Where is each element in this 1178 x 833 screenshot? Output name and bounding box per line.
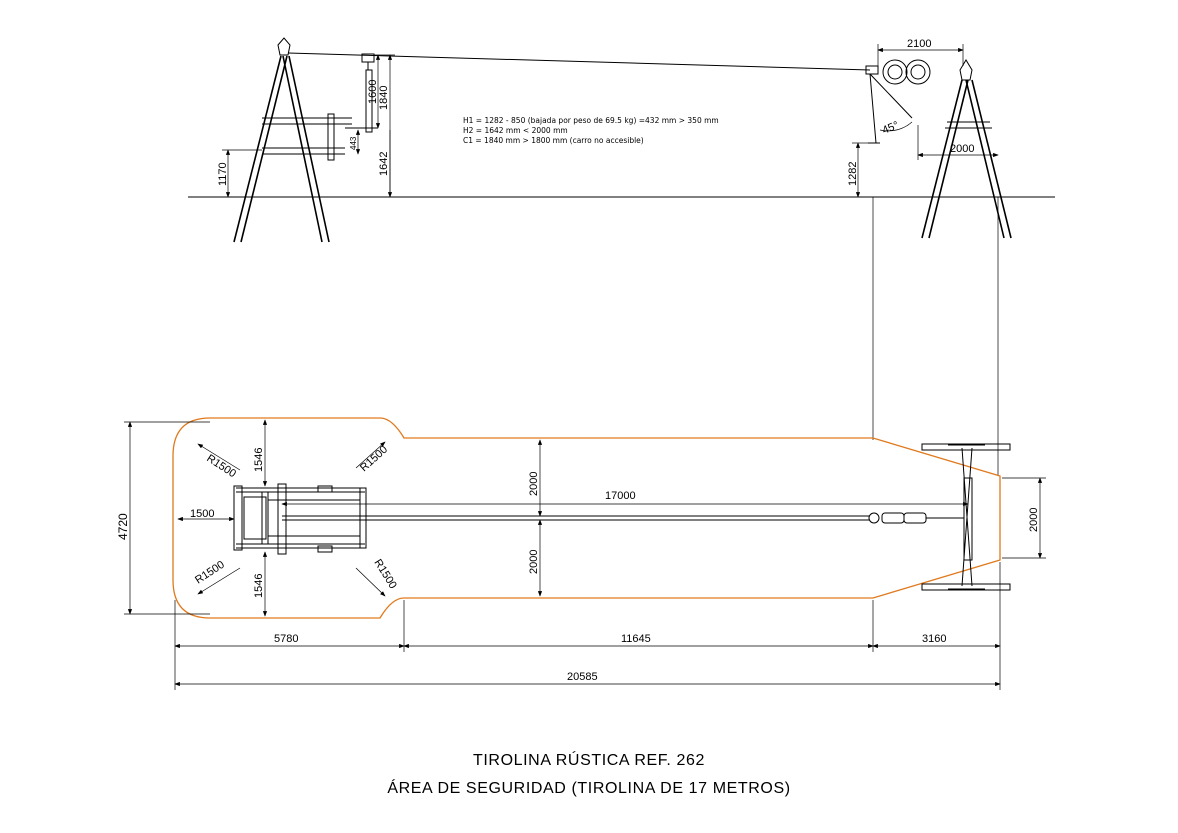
elevation-dimensions: [222, 44, 999, 198]
drawing-subtitle: ÁREA DE SEGURIDAD (TIROLINA DE 17 METROS…: [387, 780, 791, 797]
dim-1840: 1840: [378, 86, 390, 110]
radius-bottom-left: R1500: [193, 559, 227, 587]
elevation-view: 1600 1840 443 1642 1170 2100 2000 1282 4…: [188, 37, 1055, 243]
radius-bottom-right: R1500: [371, 557, 398, 591]
plan-dimensions: [124, 419, 1046, 690]
dim-2000-lower: 2000: [528, 550, 540, 574]
dim-2100: 2100: [907, 38, 931, 50]
radius-top-right: R1500: [358, 444, 390, 475]
dim-angle: 45°: [881, 119, 901, 136]
plan-view: 4720 1546 1546 R1500 R1500 R1500 R1500 1…: [116, 417, 1046, 690]
dim-20585: 20585: [567, 671, 598, 683]
wheel-1: [882, 59, 908, 85]
right-star-cap: [959, 59, 973, 81]
dim-1500: 1500: [190, 508, 214, 520]
zip-cable: [287, 52, 871, 71]
dim-1170: 1170: [217, 162, 229, 186]
right-a-frame: [865, 59, 1012, 239]
dim-1282: 1282: [847, 162, 859, 186]
dim-1642: 1642: [378, 152, 390, 176]
note-h2: H2 = 1642 mm < 2000 mm: [463, 126, 568, 135]
radius-top-left: R1500: [204, 452, 238, 480]
dim-2000-upper: 2000: [528, 472, 540, 496]
dim-2000-right: 2000: [1028, 508, 1040, 532]
safety-area-outline: [172, 417, 1001, 619]
dim-4720: 4720: [116, 513, 130, 540]
drawing-title: TIROLINA RÚSTICA REF. 262: [473, 752, 705, 769]
dim-443: 443: [349, 136, 358, 150]
note-c1: C1 = 1840 mm > 1800 mm (carro no accesib…: [463, 136, 644, 145]
dim-1546-bottom: 1546: [253, 574, 265, 598]
wheel-2: [905, 59, 931, 85]
dim-1546-top: 1546: [253, 448, 265, 472]
dim-17000: 17000: [605, 490, 636, 502]
dim-2000-elev: 2000: [950, 143, 974, 155]
dim-11645: 11645: [621, 633, 651, 645]
note-h1: H1 = 1282 - 850 (bajada por peso de 69.5…: [463, 116, 719, 125]
left-structure-plan: [233, 483, 367, 555]
dim-5780: 5780: [274, 633, 298, 645]
left-a-frame: [233, 37, 378, 243]
left-star-cap: [277, 37, 291, 56]
dim-3160: 3160: [922, 633, 946, 645]
dim-1600: 1600: [367, 80, 379, 104]
right-structure-plan: [868, 443, 1011, 591]
